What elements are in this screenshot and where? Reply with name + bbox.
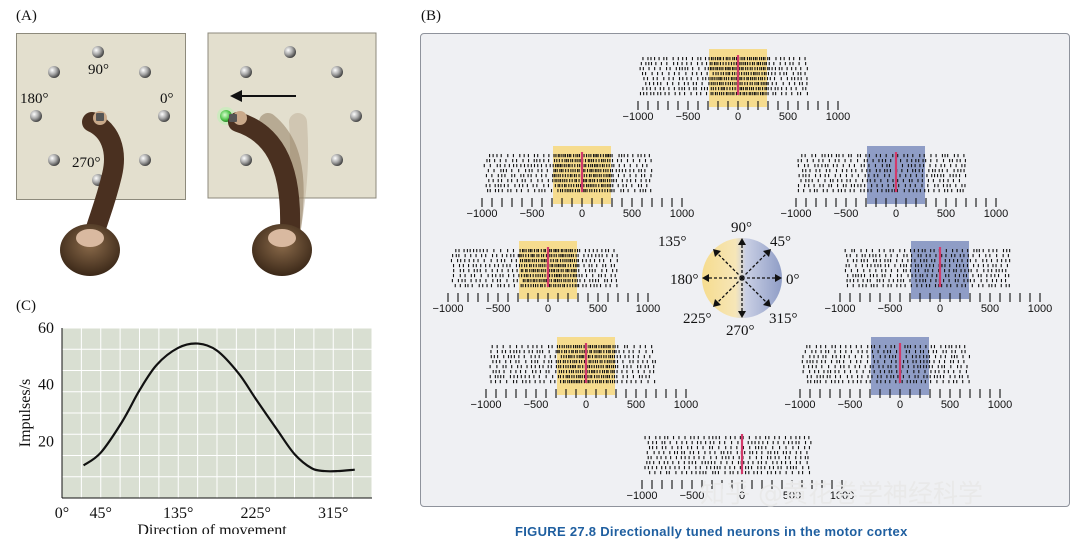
wheel-label-225: 225° [683, 311, 712, 327]
raster-tick-label: −1000 [622, 111, 654, 123]
x-tick-label: 45° [90, 505, 112, 522]
raster-tick-label: 1000 [669, 208, 695, 220]
raster-tick-label: 500 [940, 399, 960, 411]
raster-tick-label: −1000 [466, 208, 498, 220]
raster-tick-label: 500 [622, 208, 642, 220]
x-tick-label: 225° [241, 505, 271, 522]
movement-arrow [230, 90, 296, 102]
raster-spikes [447, 247, 649, 302]
wheel-label-270: 270° [726, 323, 755, 339]
target-balls-right [240, 46, 362, 186]
y-tick-label: 40 [38, 377, 54, 394]
x-tick-label: 135° [163, 505, 193, 522]
raster-tick-label: −500 [675, 111, 701, 123]
wheel-label-135: 135° [658, 234, 687, 250]
raster-tick-label: 1000 [635, 303, 661, 315]
monkey-left [60, 111, 124, 276]
raster-spikes [795, 152, 997, 207]
x-axis-label: Direction of movement [137, 522, 287, 534]
raster-spikes [485, 343, 687, 398]
raster-tick-label: 0 [734, 111, 742, 123]
raster-tick-label: −1000 [784, 399, 816, 411]
raster-tick-label: −500 [837, 399, 863, 411]
raster-tick-label: 0 [738, 490, 746, 502]
figure-caption: FIGURE 27.8 Directionally tuned neurons … [515, 524, 908, 539]
panel-b-label: (B) [421, 8, 441, 24]
raster-tick-label: −500 [877, 303, 903, 315]
raster-plot: −1000 −500 0 500 1000 [825, 241, 1052, 321]
raster-plot: −1000 −500 0 500 1000 [781, 146, 1008, 226]
raster-plot: −1000 −500 0 500 1000 [467, 146, 694, 226]
arena-label-270: 270° [72, 155, 101, 171]
tuning-curve-chart: 20 40 60 0° 45° 135° 225° 315° Impulses/sDirecti… [17, 320, 373, 534]
raster-tick-label: −1000 [470, 399, 502, 411]
watermark: 知乎 @黄花卷学神经科学 [700, 479, 983, 508]
raster-tick-label: 500 [778, 111, 798, 123]
raster-tick-label: 500 [588, 303, 608, 315]
wheel-label-315: 315° [769, 311, 798, 327]
raster-tick-label: 1000 [825, 111, 851, 123]
raster-tick-label: 1000 [987, 399, 1013, 411]
raster-tick-label: 1000 [829, 490, 855, 502]
raster-tick-label: 500 [936, 208, 956, 220]
x-tick-label: 315° [318, 505, 348, 522]
wheel-label-180: 180° [670, 272, 699, 288]
raster-spikes [839, 247, 1041, 302]
raster-tick-label: 1000 [1027, 303, 1053, 315]
monkey-right [228, 111, 312, 276]
y-tick-label: 60 [38, 320, 54, 337]
raster-plot: −1000 −500 0 500 1000 [471, 337, 698, 417]
x-tick-label: 0° [55, 505, 69, 522]
raster-tick-label: −1000 [824, 303, 856, 315]
raster-tick-label: −500 [523, 399, 549, 411]
y-axis-label: Impulses/s [17, 379, 34, 447]
arena-label-180: 180° [20, 91, 49, 107]
arena-label-0: 0° [160, 91, 174, 107]
raster-tick-label: 0 [892, 208, 900, 220]
raster-tick-label: 1000 [983, 208, 1009, 220]
raster-tick-label: −1000 [432, 303, 464, 315]
raster-tick-label: 0 [578, 208, 586, 220]
raster-tick-label: −500 [519, 208, 545, 220]
raster-tick-label: 0 [936, 303, 944, 315]
raster-tick-label: 500 [626, 399, 646, 411]
raster-tick-label: 0 [896, 399, 904, 411]
raster-tick-label: 1000 [673, 399, 699, 411]
raster-plot: −1000 −500 0 500 1000 [433, 241, 660, 321]
wheel-label-90: 90° [731, 220, 752, 236]
wheel-label-45: 45° [770, 234, 791, 250]
raster-tick-label: 500 [980, 303, 1000, 315]
raster-tick-label: 0 [582, 399, 590, 411]
raster-plot: −1000 −500 0 500 1000 [623, 49, 850, 129]
raster-spikes [637, 55, 839, 110]
direction-wheel [702, 238, 782, 318]
raster-spikes [641, 434, 843, 489]
raster-plot: −1000 −500 0 500 1000 [627, 428, 854, 508]
raster-tick-label: −500 [485, 303, 511, 315]
arena-label-90: 90° [88, 62, 109, 78]
raster-tick-label: −500 [833, 208, 859, 220]
tuning-curve-series [82, 342, 355, 473]
raster-tick-label: −1000 [780, 208, 812, 220]
wheel-label-0: 0° [786, 272, 800, 288]
raster-spikes [481, 152, 683, 207]
raster-plot: −1000 −500 0 500 1000 [785, 337, 1012, 417]
raster-spikes [799, 343, 1001, 398]
raster-tick-label: 0 [544, 303, 552, 315]
y-tick-label: 20 [38, 433, 54, 450]
raster-tick-label: 500 [782, 490, 802, 502]
raster-tick-label: −500 [679, 490, 705, 502]
panel-a-label: (A) [16, 8, 37, 24]
panel-c-label: (C) [16, 298, 36, 314]
raster-tick-label: −1000 [626, 490, 658, 502]
panel-a-illustration [30, 32, 377, 276]
